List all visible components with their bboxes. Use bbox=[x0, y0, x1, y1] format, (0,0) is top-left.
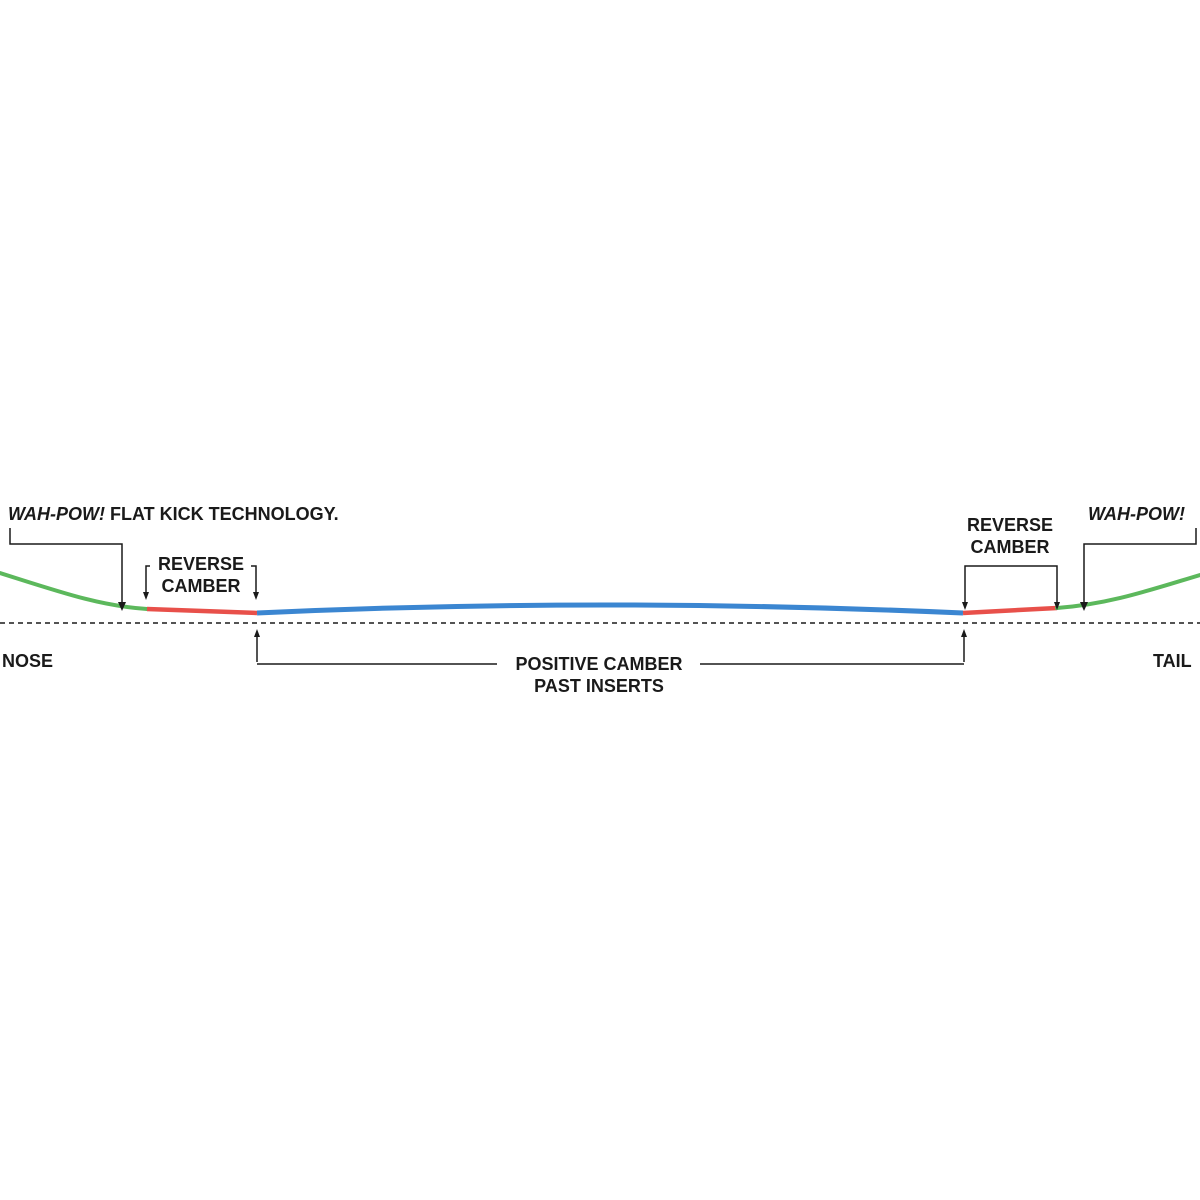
reverse-camber-left-label: REVERSE CAMBER bbox=[151, 553, 251, 597]
tail-flat-kick-segment bbox=[1055, 573, 1200, 610]
reverse-left-arrowhead-start bbox=[143, 592, 149, 600]
nose-label: NOSE bbox=[2, 651, 54, 671]
wahpow-left-rest: FLAT KICK TECHNOLOGY. bbox=[104, 504, 339, 524]
reverse-camber-right-label: REVERSE CAMBER bbox=[960, 514, 1060, 558]
reverse-right-line2: CAMBER bbox=[970, 537, 1050, 557]
tail-reverse-camber-segment bbox=[962, 605, 1058, 616]
nose-flat-kick-segment bbox=[0, 571, 149, 611]
positive-line1: POSITIVE CAMBER bbox=[515, 654, 683, 674]
wahpow-right-label: WAH-POW! bbox=[1088, 504, 1185, 524]
positive-camber-label: POSITIVE CAMBER PAST INSERTS bbox=[498, 653, 700, 697]
nose-reverse-camber-segment bbox=[146, 606, 258, 616]
positive-right-arrowhead bbox=[961, 629, 967, 637]
reverse-left-arrowhead-end bbox=[253, 592, 259, 600]
positive-line2: PAST INSERTS bbox=[534, 676, 664, 696]
wahpow-left-label: WAH-POW! FLAT KICK TECHNOLOGY. bbox=[8, 503, 339, 525]
tail-label: TAIL bbox=[1153, 651, 1192, 671]
reverse-right-line1: REVERSE bbox=[966, 515, 1054, 535]
reverse-right-arrowhead-end bbox=[1054, 602, 1060, 610]
wahpow-right-leader bbox=[1083, 528, 1197, 604]
reverse-left-bracket-end bbox=[251, 565, 257, 594]
positive-left-arrowhead bbox=[254, 629, 260, 637]
reverse-left-line1: REVERSE bbox=[157, 554, 245, 574]
wahpow-left-arrowhead bbox=[118, 602, 126, 611]
positive-camber-segment bbox=[256, 602, 964, 616]
wahpow-left-leader bbox=[9, 528, 123, 604]
reverse-right-bracket bbox=[964, 565, 1058, 604]
wahpow-right-arrowhead bbox=[1080, 602, 1088, 611]
reverse-left-line2: CAMBER bbox=[161, 576, 241, 596]
reverse-left-bracket-start bbox=[145, 565, 150, 594]
reverse-right-arrowhead-start bbox=[962, 602, 968, 610]
wahpow-left-emphasis: WAH-POW! bbox=[8, 504, 105, 524]
